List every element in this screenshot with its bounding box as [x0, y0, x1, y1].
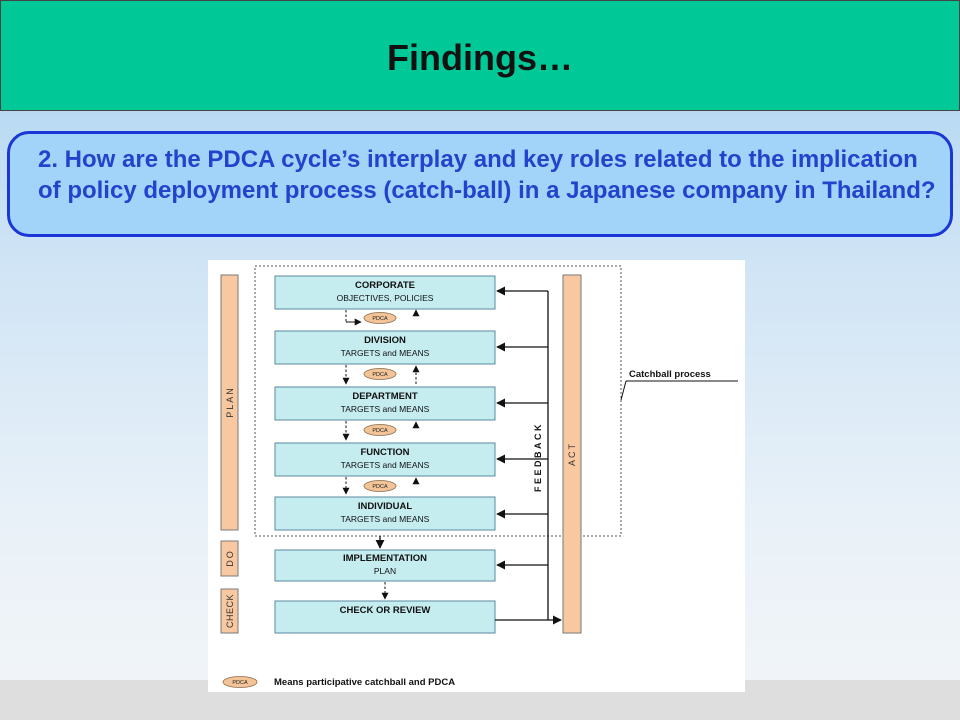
svg-text:PDCA: PDCA	[372, 316, 388, 322]
check-bar	[220, 588, 239, 634]
level-title: INDIVIDUAL	[358, 501, 413, 512]
legend: PDCA Means participative catchball and P…	[222, 676, 455, 688]
level-department: DEPARTMENT TARGETS and MEANS	[274, 386, 496, 421]
pdca-oval-2: PDCA	[363, 368, 397, 380]
level-subtitle: TARGETS and MEANS	[341, 460, 430, 470]
question-box: 2. How are the PDCA cycle’s interplay an…	[7, 131, 953, 237]
level-title: FUNCTION	[360, 447, 409, 458]
svg-text:PDCA: PDCA	[232, 680, 248, 686]
legend-pdca-oval	[222, 676, 258, 688]
plan-bar	[220, 274, 239, 531]
level-implementation: IMPLEMENTATION PLAN	[274, 549, 496, 582]
svg-text:PDCA: PDCA	[372, 484, 388, 490]
level-function: FUNCTION TARGETS and MEANS	[274, 442, 496, 477]
do-label: DO	[225, 549, 235, 567]
level-subtitle: TARGETS and MEANS	[341, 404, 430, 414]
svg-text:PDCA: PDCA	[372, 372, 388, 378]
do-bar	[220, 540, 239, 577]
policy-deployment-diagram: PLAN DO CHECK ACT FEEDBACK Catchball pro…	[208, 260, 745, 692]
level-subtitle: TARGETS and MEANS	[341, 514, 430, 524]
check-label: CHECK	[225, 594, 235, 628]
act-label: ACT	[567, 442, 577, 466]
pdca-oval-4: PDCA	[363, 480, 397, 492]
level-subtitle: TARGETS and MEANS	[341, 348, 430, 358]
pdca-oval-1: PDCA	[363, 312, 397, 324]
level-subtitle: PLAN	[374, 566, 396, 576]
title-bar: Findings…	[0, 0, 960, 111]
diagram-canvas: PLAN DO CHECK ACT FEEDBACK Catchball pro…	[220, 265, 738, 688]
feedback-label: FEEDBACK	[533, 422, 543, 492]
level-title: CORPORATE	[355, 280, 415, 291]
plan-label: PLAN	[225, 386, 235, 418]
level-title: IMPLEMENTATION	[343, 553, 427, 564]
act-bar	[562, 274, 582, 634]
level-title: CHECK OR REVIEW	[340, 605, 431, 616]
pdca-oval-3: PDCA	[363, 424, 397, 436]
level-division: DIVISION TARGETS and MEANS	[274, 330, 496, 365]
level-individual: INDIVIDUAL TARGETS and MEANS	[274, 496, 496, 531]
slide-title: Findings…	[387, 37, 573, 78]
level-corporate: CORPORATE OBJECTIVES, POLICIES	[274, 275, 496, 310]
catchball-region	[254, 265, 622, 537]
level-title: DEPARTMENT	[352, 391, 417, 402]
legend-text: Means participative catchball and PDCA	[274, 677, 455, 688]
question-text: 2. How are the PDCA cycle’s interplay an…	[38, 146, 936, 204]
level-check-or-review: CHECK OR REVIEW	[274, 600, 496, 634]
level-title: DIVISION	[364, 335, 406, 346]
catchball-label: Catchball process	[629, 369, 711, 380]
svg-text:PDCA: PDCA	[372, 428, 388, 434]
level-subtitle: OBJECTIVES, POLICIES	[337, 293, 434, 303]
